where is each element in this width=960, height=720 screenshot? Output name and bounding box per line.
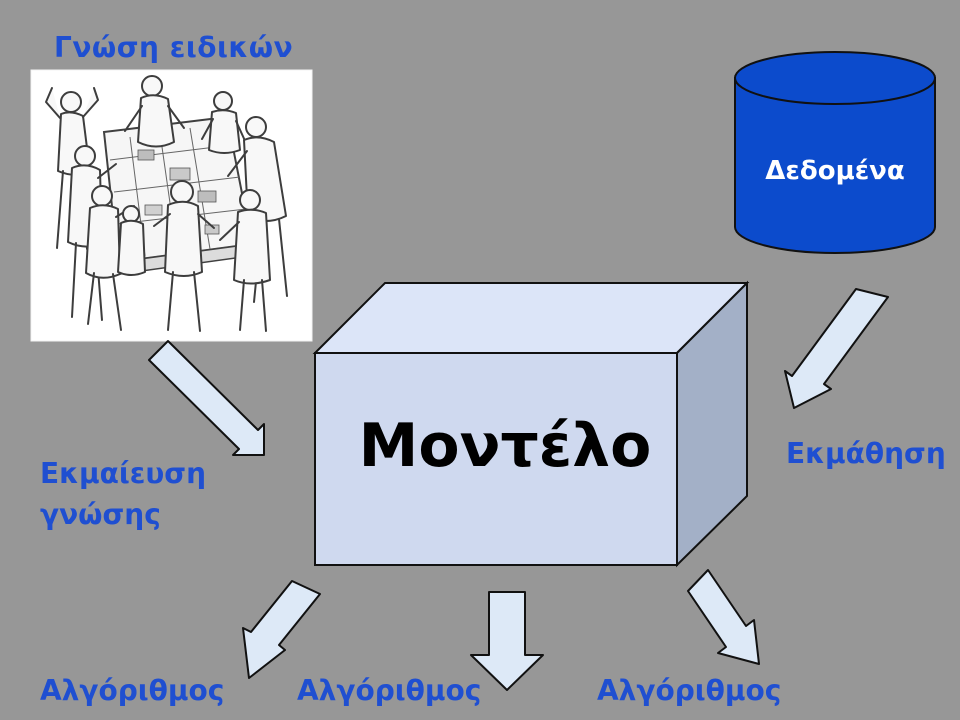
algorithm-arrow-right	[687, 569, 760, 665]
knowledge-elicitation-line-1: Εκμαίευση	[40, 457, 207, 490]
model-label: Μοντέλο	[359, 411, 652, 481]
algorithm-label-center: Αλγόριθμος	[297, 674, 482, 707]
learning-arrow	[784, 288, 889, 409]
algorithm-label-left: Αλγόριθμος	[40, 674, 225, 707]
algorithm-label-right: Αλγόριθμος	[597, 674, 782, 707]
elicitation-arrow	[148, 340, 265, 456]
algorithm-arrow-center	[470, 591, 544, 691]
expert-team-sketch-icon	[30, 69, 313, 342]
knowledge-elicitation-line-2: γνώσης	[40, 497, 161, 531]
expert-knowledge-label: Γνώση ειδικών	[54, 31, 294, 64]
database-label: Δεδομένα	[765, 156, 905, 186]
model-box: Μοντέλο	[312, 280, 750, 568]
database-cylinder-icon: Δεδομένα	[734, 51, 936, 254]
algorithm-arrow-left	[242, 580, 321, 679]
knowledge-elicitation-label: Εκμαίευση γνώσης	[40, 454, 206, 535]
learning-label: Εκμάθηση	[786, 437, 946, 470]
